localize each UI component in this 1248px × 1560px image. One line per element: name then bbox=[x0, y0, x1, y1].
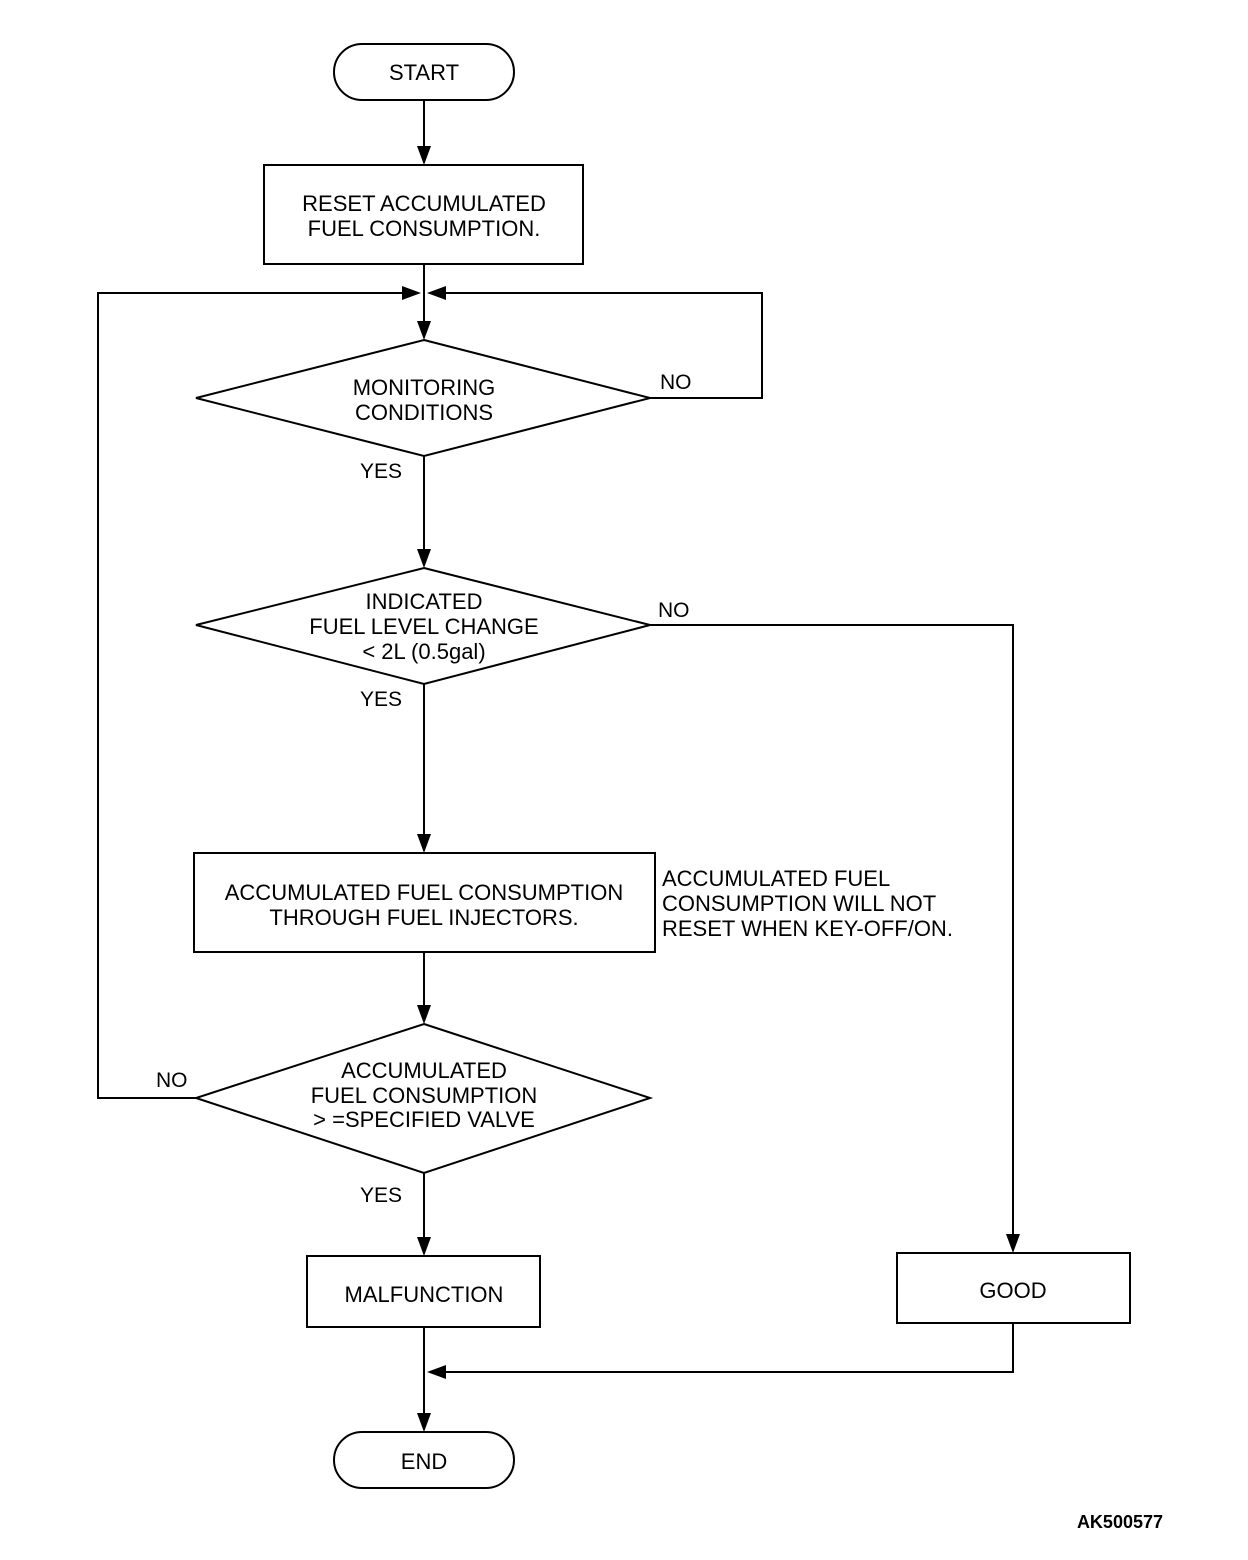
arrowhead-end-merge bbox=[427, 1365, 446, 1379]
threshold-line-3: > =SPECIFIED VALVE bbox=[313, 1107, 535, 1132]
reset-node: RESET ACCUMULATED FUEL CONSUMPTION. bbox=[263, 164, 584, 265]
good-node: GOOD bbox=[896, 1252, 1131, 1324]
edge-monitoring-no-loop bbox=[446, 292, 763, 399]
accumulate-line-1: ACCUMULATED FUEL CONSUMPTION bbox=[225, 880, 623, 905]
arrowhead-merge-right bbox=[427, 286, 446, 300]
accumulate-note: ACCUMULATED FUEL CONSUMPTION WILL NOT RE… bbox=[662, 866, 953, 941]
monitoring-no-label: NO bbox=[660, 371, 692, 394]
arrowhead-threshold bbox=[417, 1005, 431, 1024]
accumulate-line-2: THROUGH FUEL INJECTORS. bbox=[269, 905, 578, 930]
arrowhead-accumulate bbox=[417, 834, 431, 853]
edge-good-to-end bbox=[446, 1323, 1014, 1373]
edge-fuel-level-no bbox=[650, 624, 1014, 1236]
threshold-yes-label: YES bbox=[360, 1184, 402, 1207]
end-label: END bbox=[401, 1449, 447, 1474]
fuel-level-line-1: INDICATED bbox=[366, 589, 483, 614]
figure-id: AK500577 bbox=[1077, 1512, 1163, 1532]
arrowhead-monitoring bbox=[417, 321, 431, 340]
threshold-line-2: FUEL CONSUMPTION bbox=[311, 1083, 538, 1108]
threshold-no-label: NO bbox=[156, 1069, 188, 1092]
fuel-level-line-2: FUEL LEVEL CHANGE bbox=[309, 614, 538, 639]
monitoring-decision: MONITORING CONDITIONS bbox=[195, 338, 651, 458]
threshold-line-1: ACCUMULATED bbox=[341, 1058, 507, 1083]
fuel-level-line-3: < 2L (0.5gal) bbox=[362, 639, 485, 664]
arrowheads bbox=[402, 146, 1020, 1432]
malfunction-label: MALFUNCTION bbox=[345, 1282, 504, 1307]
malfunction-node: MALFUNCTION bbox=[306, 1255, 541, 1328]
arrowhead-fuel-level bbox=[417, 549, 431, 568]
start-label: START bbox=[389, 60, 459, 85]
arrowhead-merge-left bbox=[402, 286, 421, 300]
connectors bbox=[97, 100, 1014, 1414]
reset-line-2: FUEL CONSUMPTION. bbox=[308, 216, 541, 241]
fuel-level-yes-label: YES bbox=[360, 688, 402, 711]
arrowhead-good bbox=[1006, 1234, 1020, 1253]
edge-threshold-no-loop bbox=[97, 292, 402, 1099]
threshold-decision: ACCUMULATED FUEL CONSUMPTION > =SPECIFIE… bbox=[192, 1022, 654, 1175]
fuel-level-decision: INDICATED FUEL LEVEL CHANGE < 2L (0.5gal… bbox=[195, 566, 651, 686]
arrowhead-reset bbox=[417, 146, 431, 165]
accumulate-note-line-3: RESET WHEN KEY-OFF/ON. bbox=[662, 916, 953, 941]
start-node: START bbox=[333, 43, 515, 101]
accumulate-note-line-1: ACCUMULATED FUEL bbox=[662, 866, 890, 891]
arrowhead-end bbox=[417, 1413, 431, 1432]
good-label: GOOD bbox=[979, 1278, 1046, 1303]
arrowhead-malfunction bbox=[417, 1237, 431, 1256]
accumulate-note-line-2: CONSUMPTION WILL NOT bbox=[662, 891, 936, 916]
end-node: END bbox=[333, 1431, 515, 1489]
monitoring-line-2: CONDITIONS bbox=[355, 400, 493, 425]
accumulate-node: ACCUMULATED FUEL CONSUMPTION THROUGH FUE… bbox=[193, 852, 656, 953]
fuel-level-no-label: NO bbox=[658, 599, 690, 622]
monitoring-line-1: MONITORING bbox=[353, 375, 496, 400]
monitoring-yes-label: YES bbox=[360, 460, 402, 483]
reset-line-1: RESET ACCUMULATED bbox=[302, 191, 546, 216]
